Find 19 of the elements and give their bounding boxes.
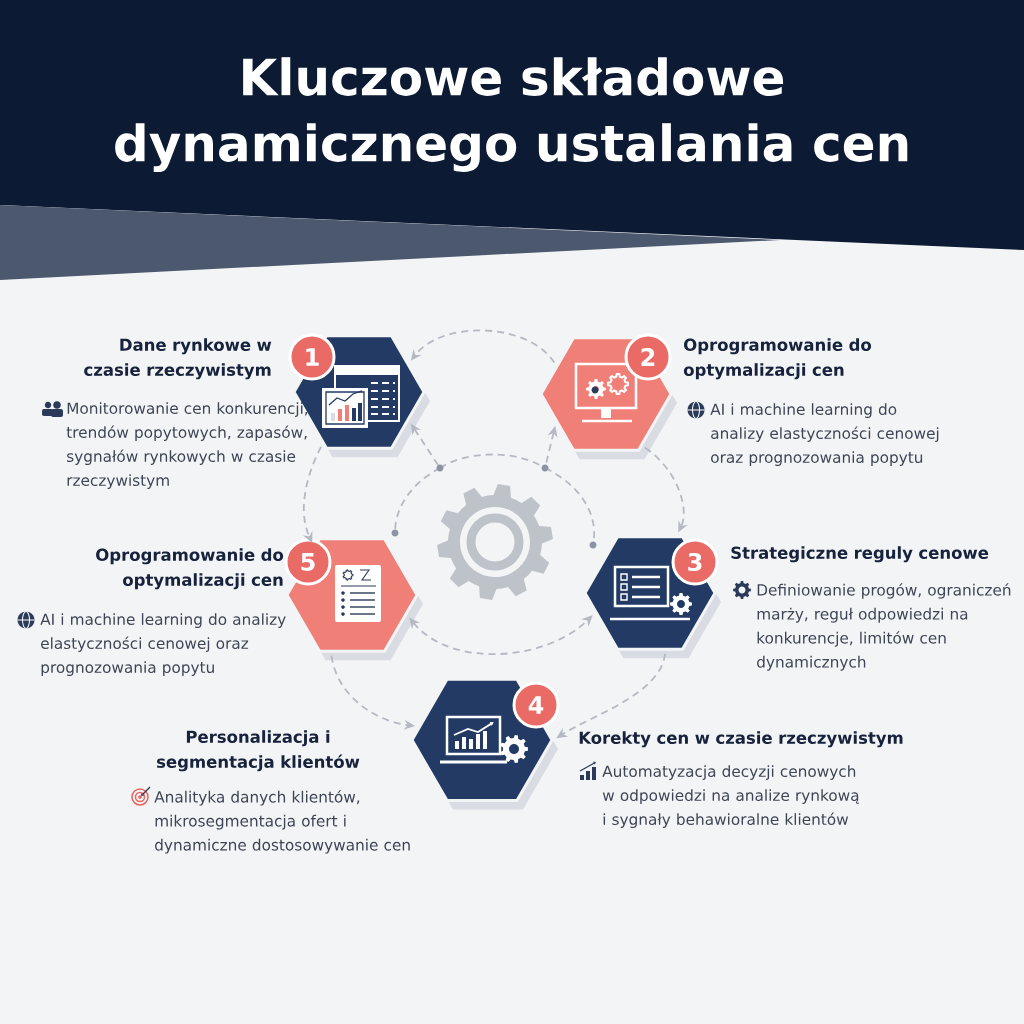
dashed-arrow: [409, 615, 593, 655]
number-badge: 2: [624, 333, 672, 381]
step-heading: Oprogramowanie do optymalizacji cen: [683, 338, 872, 380]
number-badge: 4: [512, 681, 560, 729]
step-heading: Korekty cen w czasie rzeczywistym: [579, 731, 903, 748]
number-badge: 3: [671, 538, 719, 586]
title: Kluczowe składowe dynamicznego ustalania cen: [115, 57, 908, 172]
step-description: Definiowanie progów, ograniczeń marży, reguł odpowiedzi na konkurencje, limitów cen dynamicznych: [757, 583, 1011, 671]
step-description: Automatyzacja decyzji cenowych w odpowiedzi na analize rynkową i sygnały behawioralne klientów: [602, 765, 859, 828]
section-description: Analityka danych klientów, mikrosegmentacja ofert i dynamiczne dostosowywanie cen: [154, 790, 410, 854]
number-badge: 5: [284, 538, 332, 586]
step-heading: Oprogramowanie do optymalizacji cen: [96, 548, 284, 590]
step-description: Monitorowanie cen konkurencji, trendów popytowych, zapasów, sygnałów rynkowych w czasie rzeczywistym: [66, 402, 308, 489]
number-badge: 1: [288, 333, 336, 381]
step-description: AI i machine learning do analizy elastyczności cenowej oraz prognozowania popytu: [710, 403, 939, 466]
step-heading: Dane rynkowe w czasie rzeczywistym: [84, 338, 272, 380]
step-description: AI i machine learning do analizy elastyczności cenowej oraz prognozowania popytu: [40, 613, 286, 676]
step-heading: Strategiczne reguly cenowe: [731, 546, 989, 563]
section-heading: Personalizacja i segmentacja klientów: [157, 730, 360, 772]
